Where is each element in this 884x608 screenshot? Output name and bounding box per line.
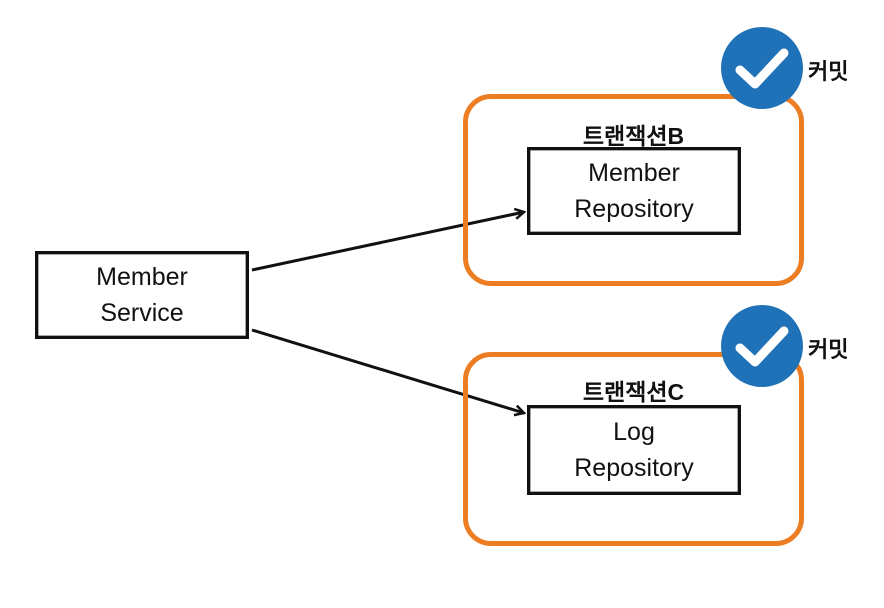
transaction-b-container: 트랜잭션B — [463, 94, 804, 286]
arrow-to-log-repository — [251, 328, 524, 413]
transaction-c-title: 트랜잭션C — [582, 379, 685, 405]
log-repository-label-line2: Repository — [574, 454, 694, 482]
checkmark-circle-icon — [721, 305, 803, 387]
transaction-c-container: 트랜잭션C — [463, 352, 804, 546]
log-repository-box: Log Repository — [527, 405, 741, 495]
member-repository-label-line1: Member — [588, 159, 680, 187]
arrow-to-member-repository — [251, 212, 524, 272]
transaction-b-commit-label: 커밋 — [808, 59, 849, 84]
transaction-b-title: 트랜잭션B — [582, 123, 685, 149]
transaction-c-commit-label: 커밋 — [808, 337, 849, 362]
checkmark-circle-icon — [721, 27, 803, 109]
member-repository-box: Member Repository — [527, 147, 741, 235]
log-repository-label-line1: Log — [613, 418, 655, 446]
member-repository-label-line2: Repository — [574, 195, 694, 223]
member-service-label-line2: Service — [100, 299, 184, 327]
member-service-label-line1: Member — [96, 263, 188, 291]
member-service-box: Member Service — [35, 251, 249, 339]
